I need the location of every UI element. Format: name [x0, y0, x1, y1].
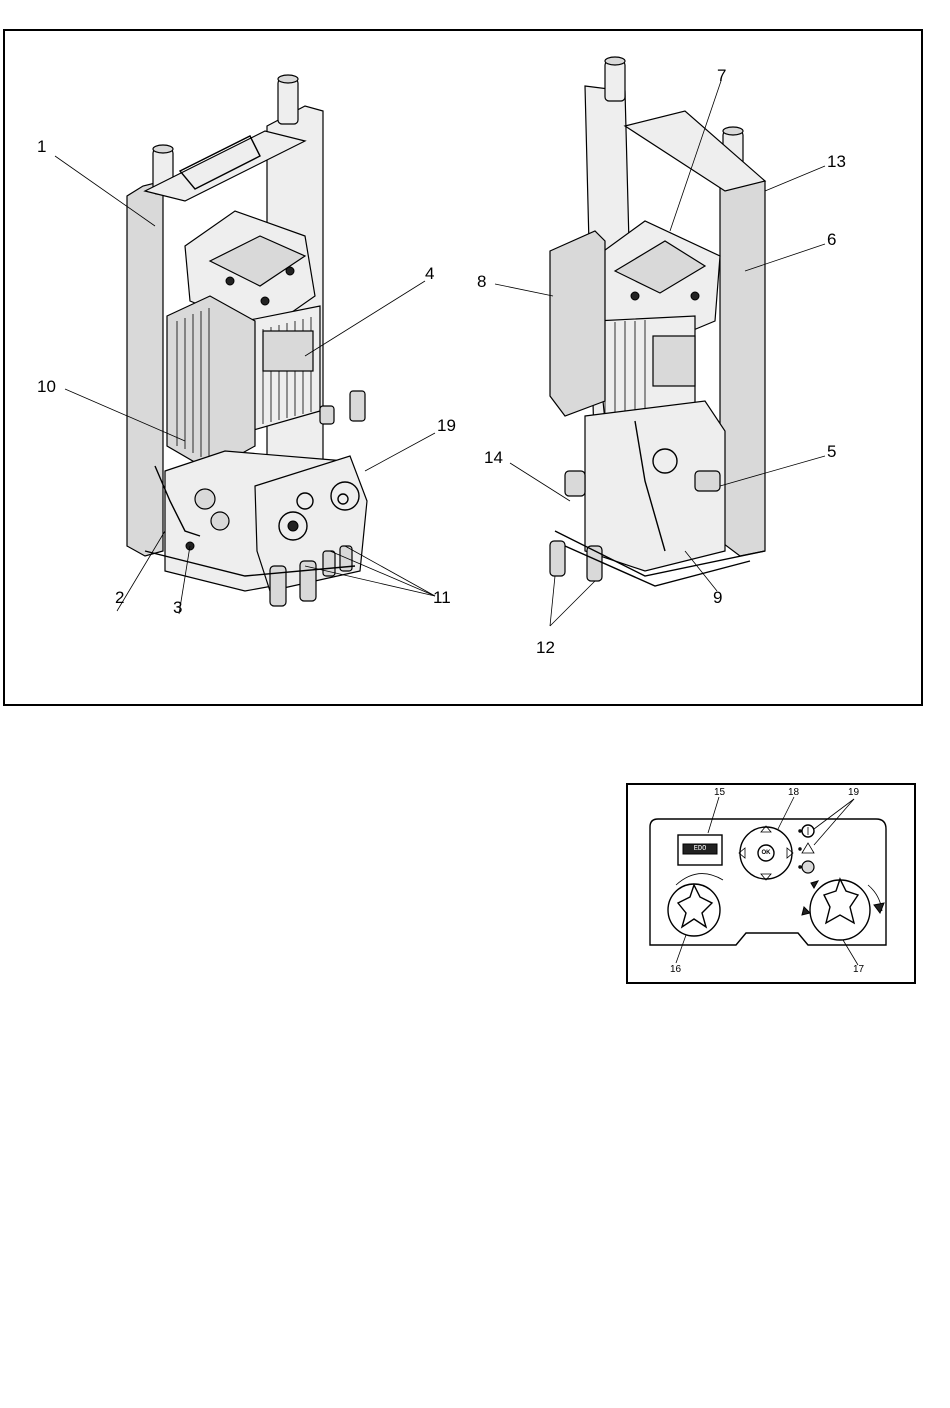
ok-label: OK — [759, 849, 773, 857]
display-text: EDO — [684, 844, 716, 854]
callout-3: 3 — [173, 599, 182, 616]
callout-19: 19 — [437, 417, 456, 434]
callout-9: 9 — [713, 589, 722, 606]
control-panel-drawing — [628, 785, 914, 982]
callout-13: 13 — [827, 153, 846, 170]
left-pump-unit — [127, 75, 367, 606]
knob-17 — [810, 880, 870, 940]
right-pump-unit — [550, 57, 765, 586]
callout-2: 2 — [115, 589, 124, 606]
panel-callout-19: 19 — [848, 788, 859, 798]
panel-callout-15: 15 — [714, 788, 725, 798]
callout-8: 8 — [477, 273, 486, 290]
panel-callout-16: 16 — [670, 965, 681, 975]
callout-11: 11 — [433, 589, 451, 606]
status-light — [802, 861, 814, 873]
panel-callout-18: 18 — [788, 788, 799, 798]
control-panel-figure: 15 18 19 16 17 EDO OK — [626, 783, 916, 984]
callout-1: 1 — [37, 138, 46, 155]
callout-4: 4 — [425, 265, 434, 282]
callout-10: 10 — [37, 378, 56, 395]
warning-light — [802, 843, 814, 853]
callout-5: 5 — [827, 443, 836, 460]
callout-12: 12 — [536, 639, 555, 656]
pump-assembly-drawing — [5, 31, 921, 704]
knob-16 — [668, 884, 720, 936]
callout-6: 6 — [827, 231, 836, 248]
panel-callout-17: 17 — [853, 965, 864, 975]
callout-14: 14 — [484, 449, 503, 466]
pump-assembly-figure: 1 2 3 4 5 6 7 8 9 10 11 12 13 14 19 — [3, 29, 923, 706]
callout-7: 7 — [717, 67, 726, 84]
